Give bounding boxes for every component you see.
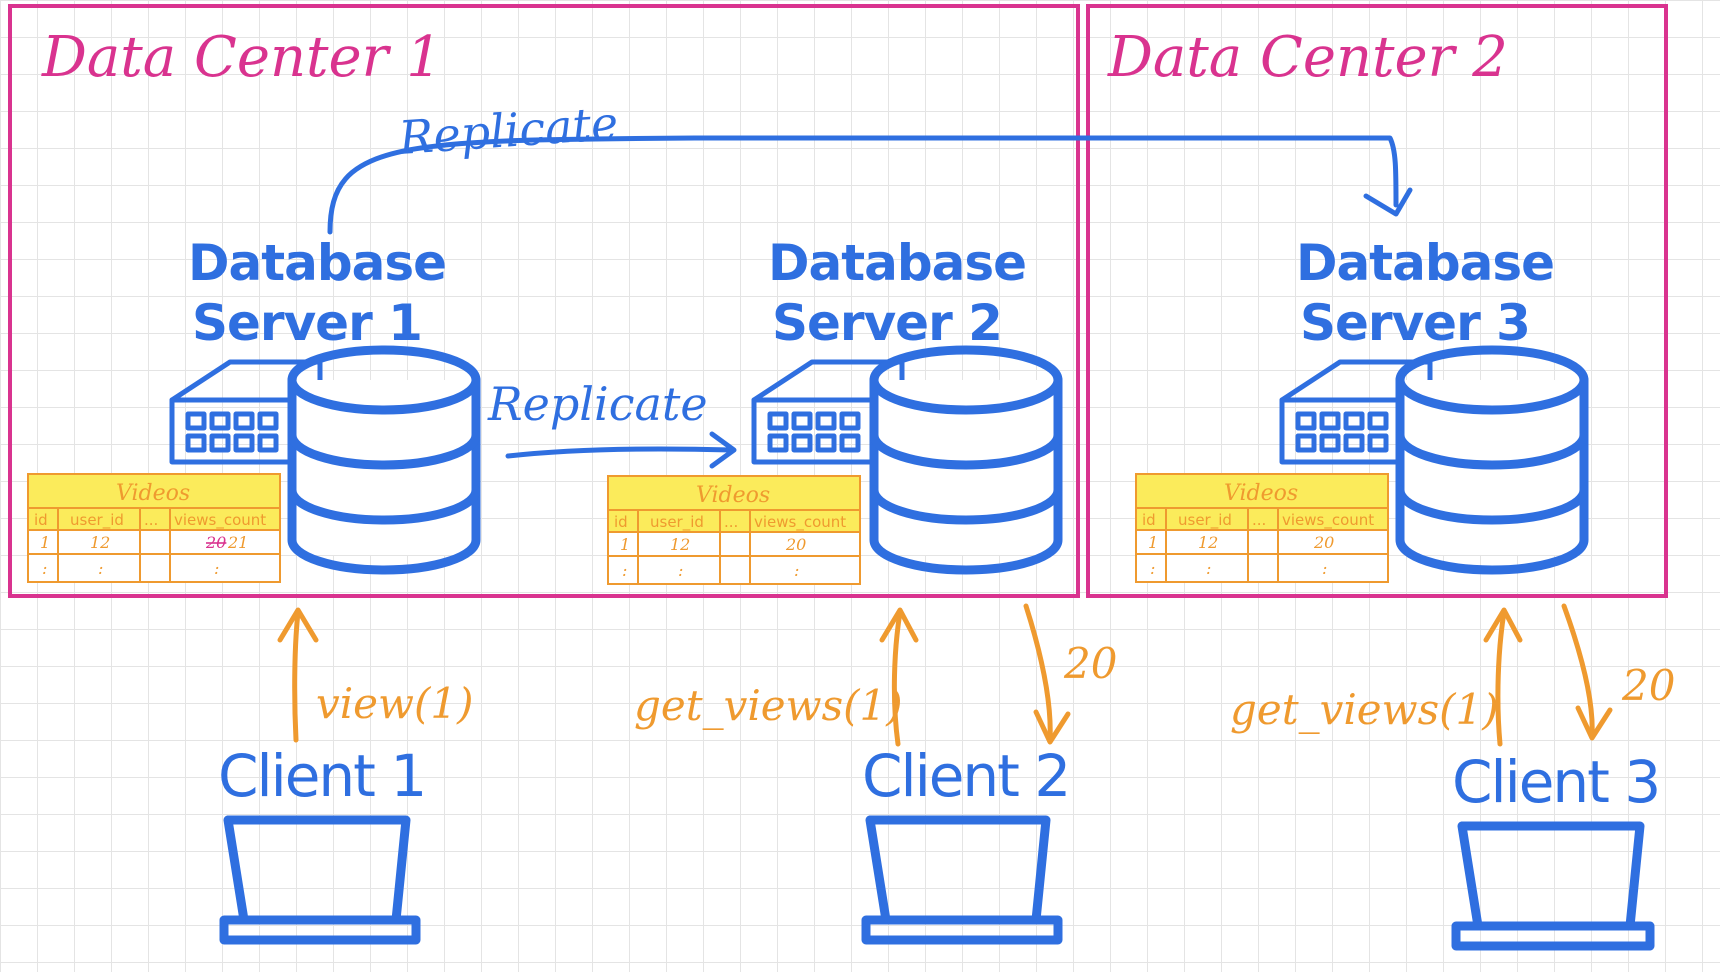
server-1-ellipsis-3: : — [214, 559, 219, 578]
server-3-col-user-id: user_id — [1178, 511, 1232, 530]
client-3-request-label: get_views(1) — [1230, 685, 1499, 734]
client-3-response-arrowhead — [1575, 705, 1613, 741]
client-2-label: Client 2 — [862, 742, 1069, 810]
replication-arrowhead-dc — [1363, 187, 1413, 217]
replicate-label-top: Replicate — [396, 96, 620, 165]
server-1-title-line2: Server 1 — [192, 294, 422, 352]
client-3-response-arrow — [1561, 603, 1595, 739]
server-3-rack-icon — [1279, 359, 1433, 465]
server-1-cell-views-old: 20 — [205, 533, 226, 552]
client-2-laptop-icon — [861, 815, 1063, 945]
client-3-request-arrowhead — [1483, 607, 1523, 643]
client-2: Client 2 — [861, 742, 1071, 945]
client-1: Client 1 — [218, 742, 427, 945]
client-2-request-arrowhead — [879, 607, 919, 643]
data-center-1-title: Data Center 1 — [41, 25, 442, 90]
server-3-title-line1: Database — [1296, 234, 1554, 292]
server-2-videos-table: Videos id user_id ... views_count 1 12 2… — [607, 475, 861, 585]
client-1-laptop-icon — [219, 815, 421, 945]
client-1-label: Client 1 — [218, 742, 425, 810]
client-3-request-arrow — [1495, 609, 1507, 747]
server-1-col-ellipsis: ... — [144, 511, 158, 529]
server-2-col-user-id: user_id — [650, 513, 704, 532]
server-1-cell-user-id: 12 — [90, 533, 110, 552]
server-2-database-icon — [869, 345, 1063, 575]
server-2-col-ellipsis: ... — [724, 513, 738, 531]
server-3-cell-user-id: 12 — [1198, 533, 1218, 552]
client-3: Client 3 — [1451, 748, 1661, 951]
replicate-label-middle: Replicate — [487, 377, 708, 431]
server-3-table-name: Videos — [1224, 481, 1298, 506]
server-1-database-icon — [287, 345, 481, 575]
client-3-label: Client 3 — [1452, 748, 1659, 816]
client-1-request-arrowhead — [277, 607, 319, 643]
server-3-cell-views-count: 20 — [1313, 533, 1334, 552]
server-1-col-id: id — [34, 511, 48, 529]
data-center-1-box — [8, 4, 1080, 598]
server-2-col-views-count: views_count — [754, 513, 846, 532]
server-1-ellipsis-1: : — [42, 559, 47, 578]
client-2-response-arrow — [1023, 603, 1053, 743]
client-2-request-label: get_views(1) — [634, 681, 903, 730]
server-3-ellipsis-3: : — [1322, 559, 1327, 578]
server-1-videos-table: Videos id user_id ... views_count 1 12 2… — [27, 473, 281, 583]
database-server-2: Database Server 2 Videos id — [607, 234, 1063, 585]
data-center-2-title: Data Center 2 — [1107, 25, 1508, 90]
server-1-title-line1: Database — [188, 234, 446, 292]
server-2-title-line2: Server 2 — [772, 294, 1002, 352]
server-2-ellipsis-3: : — [794, 561, 799, 580]
replication-line-local — [505, 446, 735, 459]
server-1-cell-views-count: 21 — [227, 533, 248, 552]
server-3-col-id: id — [1142, 511, 1156, 529]
server-2-ellipsis-2: : — [678, 561, 683, 580]
data-center-2-box — [1086, 4, 1668, 598]
server-3-col-views-count: views_count — [1282, 511, 1374, 530]
server-1-col-user-id: user_id — [70, 511, 124, 530]
server-1-col-views-count: views_count — [174, 511, 266, 530]
server-3-title-line2: Server 3 — [1300, 294, 1530, 352]
server-3-videos-table: Videos id user_id ... views_count 1 12 2… — [1135, 473, 1389, 583]
server-1-ellipsis-2: : — [98, 559, 103, 578]
client-1-request-label: view(1) — [316, 679, 473, 728]
database-server-1: Database Server 1 Videos — [27, 234, 481, 583]
client-3-laptop-icon — [1451, 821, 1655, 951]
server-3-cell-id: 1 — [1148, 533, 1158, 552]
server-3-database-icon — [1395, 345, 1589, 575]
server-2-title-line1: Database — [768, 234, 1026, 292]
server-3-ellipsis-1: : — [1150, 559, 1155, 578]
server-3-ellipsis-2: : — [1206, 559, 1211, 578]
replication-arrowhead-local — [709, 431, 737, 469]
client-2-request-arrow — [891, 609, 903, 747]
replication-line-dc — [327, 135, 1399, 235]
database-server-3: Database Server 3 Videos id — [1135, 234, 1589, 583]
client-1-request-arrow — [292, 609, 301, 743]
server-3-col-ellipsis: ... — [1252, 511, 1266, 529]
server-2-cell-user-id: 12 — [670, 535, 690, 554]
client-2-response-label: 20 — [1063, 639, 1117, 688]
client-2-response-arrowhead — [1033, 709, 1071, 745]
server-2-ellipsis-1: : — [622, 561, 627, 580]
server-2-cell-views-count: 20 — [785, 535, 806, 554]
server-2-cell-id: 1 — [620, 535, 630, 554]
server-2-col-id: id — [614, 513, 628, 531]
server-2-table-name: Videos — [696, 483, 770, 508]
server-1-table-name: Videos — [116, 481, 190, 506]
server-1-cell-id: 1 — [40, 533, 50, 552]
client-3-response-label: 20 — [1621, 661, 1675, 710]
